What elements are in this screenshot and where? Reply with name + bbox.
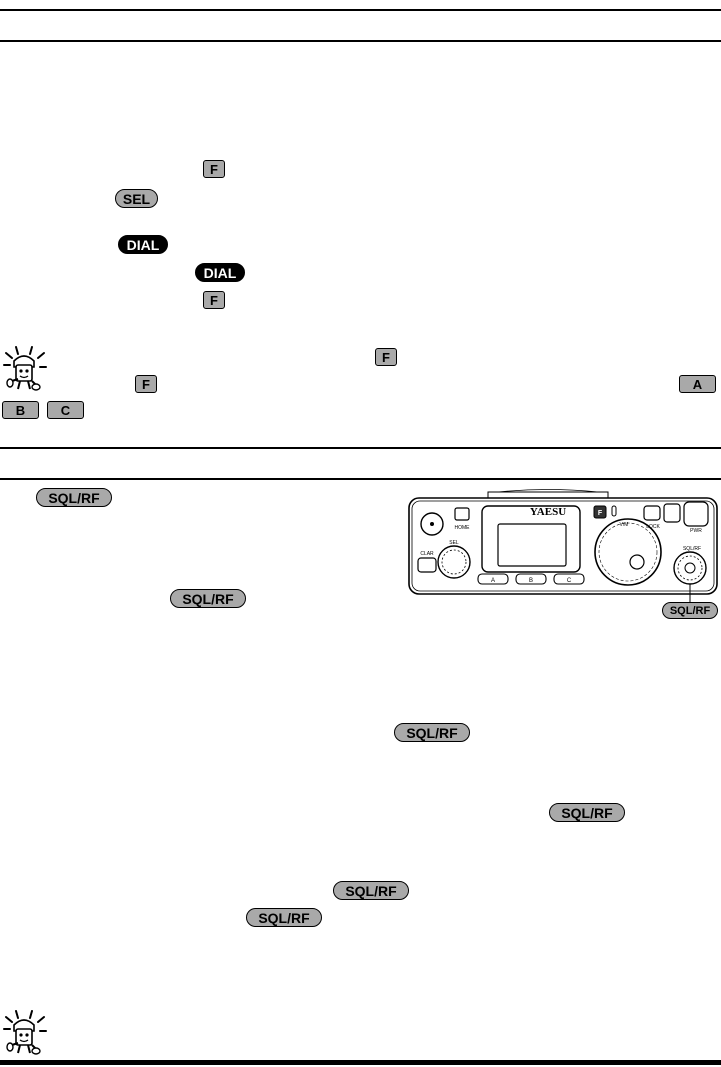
tip-mascot-icon xyxy=(3,1010,47,1055)
sql-rf-callout: SQL/RF xyxy=(662,602,718,619)
sql-rf-key-4: SQL/RF xyxy=(549,803,625,822)
radio-b-button-label: B xyxy=(529,578,533,584)
radio-brand-label: YAESU xyxy=(530,506,566,518)
dial-key-1: DIAL xyxy=(118,235,168,254)
section-rule-1 xyxy=(0,40,721,42)
sql-rf-key-1: SQL/RF xyxy=(36,488,112,507)
sql-rf-key-6: SQL/RF xyxy=(246,908,322,927)
bottom-rule xyxy=(0,1060,721,1065)
radio-lock-label: LOCK xyxy=(646,524,660,530)
sql-rf-key-2: SQL/RF xyxy=(170,589,246,608)
radio-f-button-label: F xyxy=(598,510,603,517)
radio-a-button-label: A xyxy=(491,578,495,584)
radio-clar-label: CLAR xyxy=(420,551,434,557)
f-key-2: F xyxy=(203,291,225,309)
radio-vm-label: V/M xyxy=(620,522,629,528)
f-key-1: F xyxy=(203,160,225,178)
dial-key-2: DIAL xyxy=(195,263,245,282)
radio-c-button-label: C xyxy=(567,578,572,584)
top-rule xyxy=(0,9,721,11)
radio-sqlrf-knob-label: SQL/RF xyxy=(683,546,701,552)
section-rule-3 xyxy=(0,478,721,480)
b-key: B xyxy=(2,401,39,419)
radio-front-panel-drawing: YAESU HOME CLAR SEL LOCK V/M PWR F A B C… xyxy=(408,489,718,604)
radio-pwr-label: PWR xyxy=(690,528,702,534)
f-key-3: F xyxy=(375,348,397,366)
radio-home-label: HOME xyxy=(455,525,471,531)
radio-sel-label: SEL xyxy=(449,540,459,546)
sql-rf-key-3: SQL/RF xyxy=(394,723,470,742)
f-key-4: F xyxy=(135,375,157,393)
sql-rf-key-5: SQL/RF xyxy=(333,881,409,900)
sel-key: SEL xyxy=(115,189,158,208)
a-key: A xyxy=(679,375,716,393)
section-rule-2 xyxy=(0,447,721,449)
c-key: C xyxy=(47,401,84,419)
tip-mascot-icon xyxy=(3,346,47,391)
radio-front-panel: YAESU HOME CLAR SEL LOCK V/M PWR F A B C… xyxy=(408,488,720,629)
